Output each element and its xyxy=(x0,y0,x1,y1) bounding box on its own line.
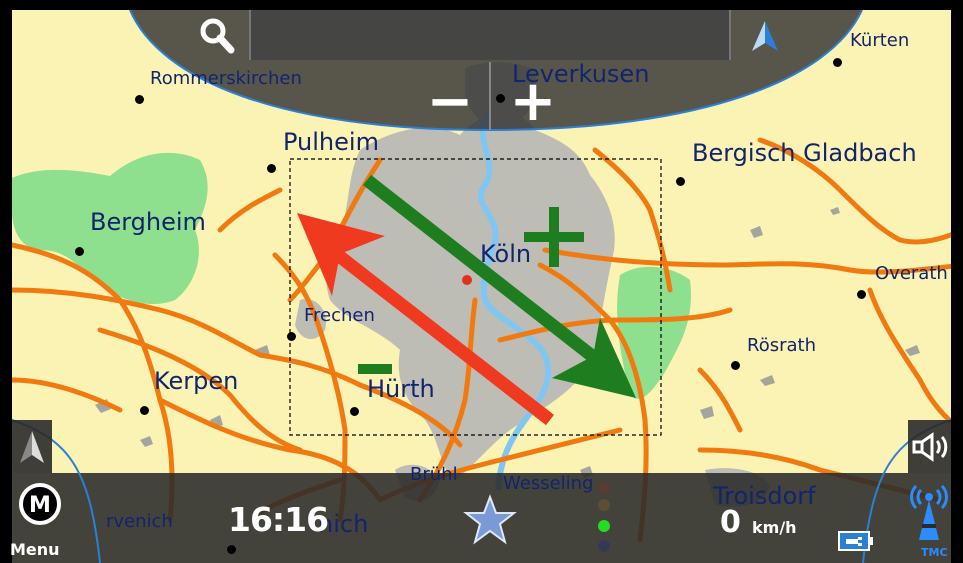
city-label-wesseling: Wesseling xyxy=(503,473,594,494)
forest-area xyxy=(12,152,208,305)
city-dot xyxy=(731,361,740,370)
city-label-koln: Köln xyxy=(480,240,532,268)
clock: 16:16 xyxy=(228,500,329,539)
city-label-bruhl: Brühl xyxy=(410,464,458,485)
battery-plug-icon xyxy=(838,531,873,551)
city-label-pulheim: Pulheim xyxy=(283,128,379,156)
city-label-partial-center: nich xyxy=(318,510,369,538)
gps-signal-indicator xyxy=(598,482,610,552)
city-dot xyxy=(350,407,359,416)
zoom-in-sign xyxy=(524,207,584,267)
north-arrow-icon xyxy=(752,21,778,51)
city-dot xyxy=(135,95,144,104)
volume-button[interactable] xyxy=(910,424,951,470)
zoom-out-label: − xyxy=(426,69,474,134)
tmc-antenna-icon xyxy=(910,484,948,540)
tmc-button[interactable]: TMC xyxy=(905,482,951,563)
search-button[interactable] xyxy=(190,14,244,58)
compass-button[interactable] xyxy=(735,14,795,58)
city-label-frechen: Frechen xyxy=(304,305,375,326)
city-label-rosrath: Rösrath xyxy=(747,335,816,356)
city-dot xyxy=(833,58,842,67)
search-icon xyxy=(200,18,235,54)
city-label-kerpen: Kerpen xyxy=(154,367,239,395)
city-dot xyxy=(227,545,236,554)
city-label-bergheim: Bergheim xyxy=(90,208,206,236)
speed-unit: km/h xyxy=(752,518,797,537)
zoom-out-arrow xyxy=(297,213,554,426)
view-rectangle xyxy=(289,158,662,436)
city-dot xyxy=(287,332,296,341)
zoom-out-sign xyxy=(358,364,392,374)
menu-button[interactable]: M xyxy=(12,478,82,563)
city-label-hurth: Hürth xyxy=(367,375,435,403)
city-label-kurten: Kürten xyxy=(850,30,910,51)
tmc-label: TMC xyxy=(921,546,948,559)
menu-label: Menu xyxy=(10,540,60,559)
speed-value: 0 xyxy=(720,505,741,540)
zoom-in-arrow xyxy=(362,174,636,398)
search-field[interactable] xyxy=(252,12,728,58)
city-dot xyxy=(140,406,149,415)
zoom-in-button[interactable]: + xyxy=(503,74,563,130)
city-label-partial-left: rvenich xyxy=(106,511,173,532)
city-dot xyxy=(857,290,866,299)
menu-icon-letter: M xyxy=(29,493,51,518)
star-icon xyxy=(463,494,517,545)
menu-icon: M xyxy=(19,483,61,525)
zoom-in-label: + xyxy=(509,69,557,134)
favorites-button[interactable] xyxy=(460,490,520,550)
orientation-button[interactable] xyxy=(12,424,52,470)
city-dot xyxy=(496,94,505,103)
city-label-bergisch-gladbach: Bergisch Gladbach xyxy=(692,139,917,167)
zoom-out-button[interactable]: − xyxy=(420,74,480,130)
north-arrow-icon xyxy=(20,431,44,463)
city-label-overath: Overath xyxy=(875,263,948,284)
river-rhine xyxy=(477,108,552,491)
city-dot xyxy=(267,164,276,173)
city-label-leverkusen: Leverkusen xyxy=(512,60,650,88)
city-dot xyxy=(75,247,84,256)
city-label-troisdorf: Troisdorf xyxy=(713,482,816,510)
speaker-icon xyxy=(912,432,947,462)
city-dot xyxy=(676,177,685,186)
city-label-rommerskirchen: Rommerskirchen xyxy=(150,68,302,89)
